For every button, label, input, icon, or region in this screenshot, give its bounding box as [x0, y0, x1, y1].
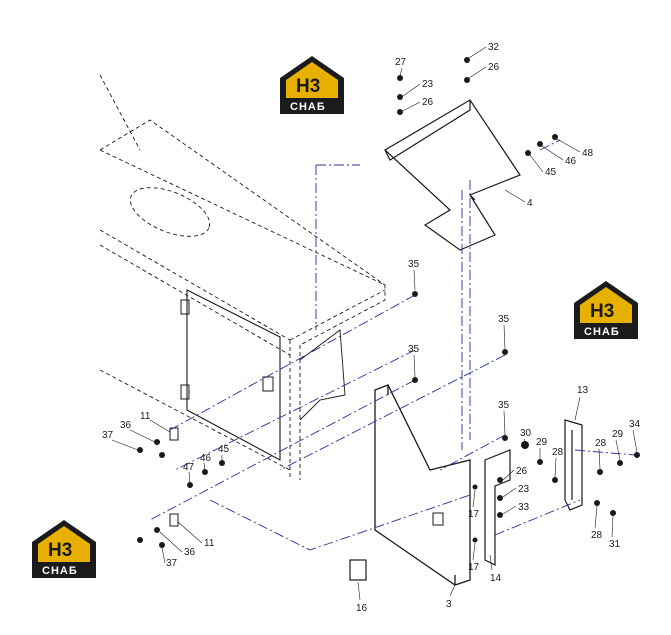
callout-label: 47 — [183, 462, 195, 473]
callout-label: 11 — [204, 538, 215, 549]
callout-label: 26 — [516, 466, 528, 477]
brand-logo-top: H3 СНАБ — [276, 52, 348, 116]
callout-label: 36 — [184, 547, 196, 558]
callout-label: 29 — [612, 429, 624, 440]
callout-label: 48 — [582, 148, 594, 159]
callout-label: 35 — [408, 259, 420, 270]
callout-label: 33 — [518, 502, 530, 513]
callout-label: 26 — [488, 62, 500, 73]
callout-label: 34 — [629, 419, 641, 430]
callout-label: 27 — [395, 57, 407, 68]
fasteners — [137, 57, 640, 548]
door-hinge-bottom — [180, 384, 190, 400]
callout-label: 45 — [545, 167, 557, 178]
door-hinge-top — [180, 299, 190, 315]
logo-letters: H3 — [590, 301, 615, 322]
bracket-14 — [484, 449, 511, 566]
callout-label: 31 — [609, 539, 621, 550]
callout-label: 17 — [468, 562, 480, 573]
logo-subtitle: СНАБ — [290, 101, 326, 113]
callout-label: 17 — [468, 509, 480, 520]
callout-label: 37 — [102, 430, 114, 441]
callout-label: 45 — [218, 444, 230, 455]
callout-label: 23 — [422, 79, 434, 90]
house-icon — [574, 281, 638, 339]
callout-label: 36 — [120, 420, 132, 431]
callout-label: 23 — [518, 484, 530, 495]
callout-label: 37 — [166, 558, 178, 569]
housing-inner-bracket — [299, 329, 346, 421]
logo-subtitle: СНАБ — [584, 326, 620, 338]
shield-panel-slot — [432, 512, 444, 526]
callout-label: 30 — [520, 428, 532, 439]
door-latch — [262, 376, 274, 392]
callout-label: 46 — [565, 156, 577, 167]
callout-label: 32 — [488, 42, 500, 53]
callout-label: 11 — [140, 411, 151, 422]
callout-label: 13 — [577, 385, 589, 396]
callout-label: 35 — [498, 314, 510, 325]
housing-body — [99, 74, 386, 480]
callout-label: 46 — [200, 453, 212, 464]
callout-label: 28 — [552, 447, 564, 458]
logo-subtitle: СНАБ — [42, 565, 78, 577]
callout-label: 28 — [595, 438, 607, 449]
brand-logo-right: H3 СНАБ — [570, 277, 642, 341]
logo-letters: H3 — [296, 76, 321, 97]
bracket-13 — [564, 419, 583, 511]
assembly-lines — [149, 139, 636, 551]
house-icon — [280, 56, 344, 114]
logo-letters: H3 — [48, 540, 73, 561]
callout-label: 35 — [498, 400, 510, 411]
leader-lines — [111, 46, 638, 601]
house-icon — [32, 520, 96, 578]
bracket-4 — [383, 99, 521, 251]
callout-label: 28 — [591, 530, 603, 541]
callout-label: 26 — [422, 97, 434, 108]
brand-logo-bottom: H3 СНАБ — [28, 516, 100, 580]
callout-label: 14 — [490, 573, 502, 584]
callout-label: 29 — [536, 437, 548, 448]
callout-label: 16 — [356, 603, 368, 614]
housing-door — [186, 289, 281, 461]
callout-label: 4 — [527, 198, 533, 209]
callout-label: 35 — [408, 344, 420, 355]
shield-panel-3 — [374, 384, 471, 586]
callout-label: 3 — [446, 599, 452, 610]
clip-16 — [349, 559, 367, 581]
hinge-11-lower — [169, 513, 179, 527]
callout-labels: 27 23 26 32 26 4 45 46 48 35 35 35 35 13… — [102, 42, 641, 614]
